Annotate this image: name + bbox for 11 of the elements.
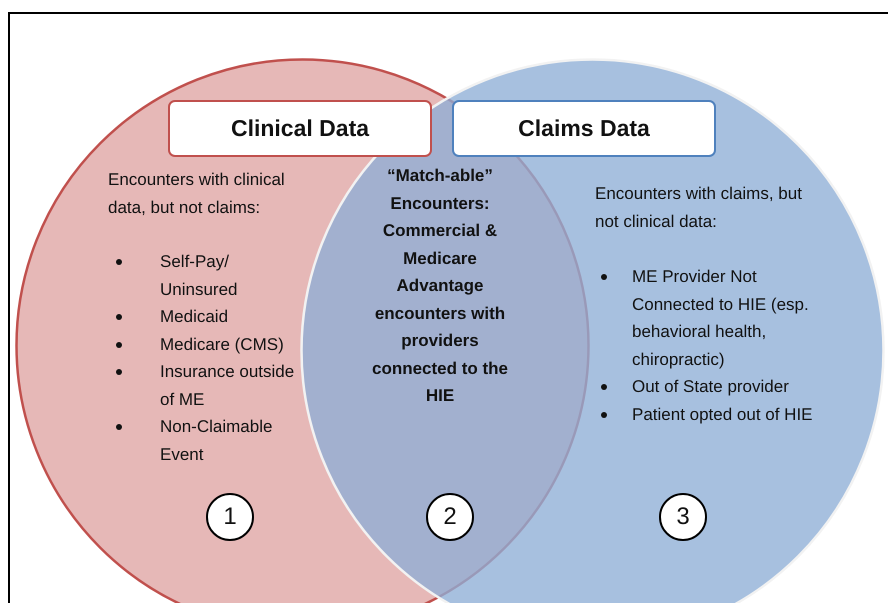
body-text: Encounters with clinical data, but not claims: [108,169,286,218]
body-text: Encounters with claims, but not clinical data: [595,183,803,232]
list-item: Patient opted out of HIE [632,404,813,424]
list-item: ME Provider Not Connected to HIE (esp. behavioral health, chiropractic) [632,267,809,368]
list-item: Medicare (CMS) [160,334,284,354]
overlap-text: “Match-able” Encounters: Commercial & Medicare Advantage encounters with providers connected to the HIE [372,165,508,407]
list-item: Non-Claimable Event [160,417,272,464]
list-item: Self-Pay/ Uninsured [160,252,238,298]
list-item: Out of State provider [632,377,789,396]
list-item: Insurance outside of ME [160,362,294,408]
list-item: Medicaid [160,307,228,326]
